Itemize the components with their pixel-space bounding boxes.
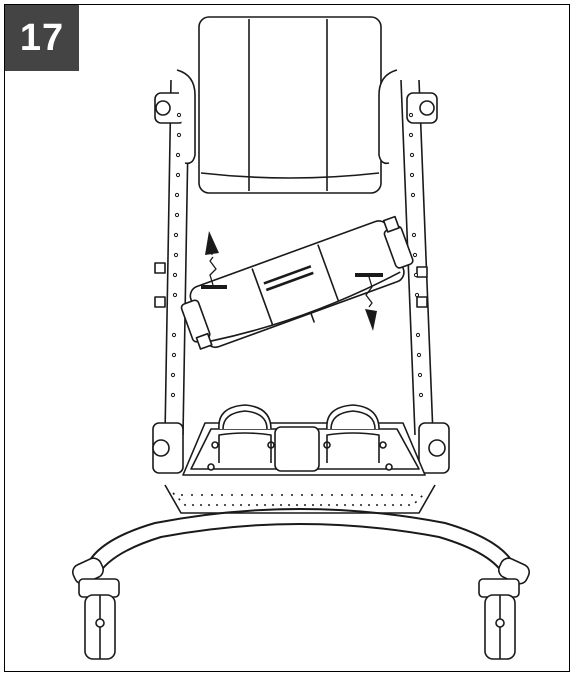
left-upright [152, 69, 196, 474]
right-foot-strap [326, 404, 380, 463]
left-caster [78, 578, 120, 660]
right-caster [478, 578, 520, 660]
stander-illustration [72, 16, 530, 660]
adjustment-holes [170, 112, 424, 398]
base-frame [164, 484, 436, 514]
left-foot-strap [218, 404, 272, 463]
step-number-badge: 17 [5, 5, 79, 71]
instruction-panel: 17 [4, 4, 570, 672]
back-pad [198, 16, 382, 194]
step-number: 17 [19, 16, 65, 59]
footplate [182, 422, 426, 476]
arrow-down-icon [355, 273, 383, 331]
knee-pad-tilted [180, 215, 414, 350]
right-upright [378, 69, 450, 474]
u-shaped-base [72, 508, 530, 585]
arrow-up-icon [201, 231, 227, 289]
